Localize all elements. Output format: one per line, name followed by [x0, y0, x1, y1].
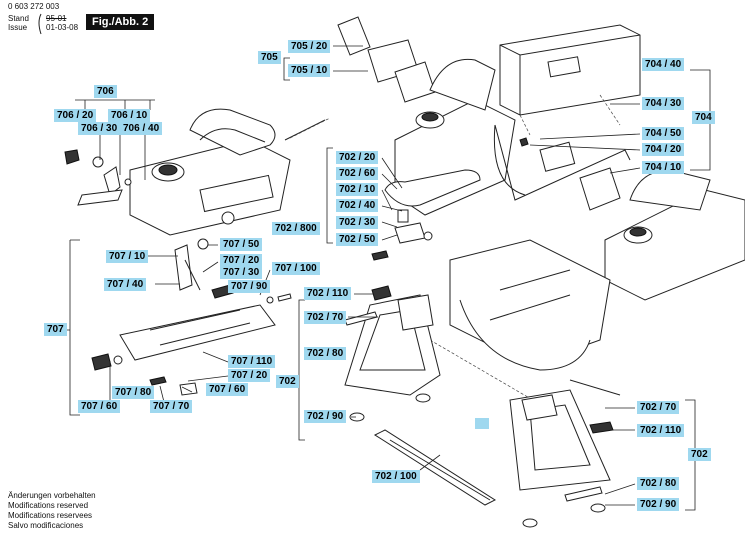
label-706-40: 706 / 40 [120, 122, 163, 135]
label-702-110-a: 702 / 110 [304, 287, 352, 300]
planer-top-left-drawing [129, 108, 331, 236]
label-707-40: 707 / 40 [104, 278, 147, 291]
label-704-40: 704 / 40 [642, 58, 685, 71]
label-704-30: 704 / 30 [642, 97, 685, 110]
label-707-100: 707 / 100 [272, 262, 320, 275]
issue-date: 01-03-08 [46, 23, 79, 32]
label-702-70-b: 702 / 70 [637, 401, 680, 414]
label-707-20: 707 / 20 [220, 254, 263, 267]
planer-main-drawing [429, 239, 621, 411]
label-707-50: 707 / 50 [220, 238, 263, 251]
footer-line-de: Änderungen vorbehalten [8, 491, 96, 500]
label-704-50: 704 / 50 [642, 127, 685, 140]
label-707-60-b: 707 / 60 [206, 383, 249, 396]
box-704-drawing [493, 24, 641, 211]
old-date: 95-01 [46, 14, 67, 23]
stand-702-right-drawing [509, 389, 614, 528]
label-702-50: 702 / 50 [336, 233, 379, 246]
label-706-20: 706 / 20 [54, 109, 97, 122]
label-707-110: 707 / 110 [228, 355, 276, 368]
dust-bag-705-drawing [337, 16, 436, 103]
label-707-90: 707 / 90 [228, 280, 271, 293]
planer-top-middle-drawing [394, 58, 516, 216]
label-706: 706 [94, 85, 117, 98]
label-707-10: 707 / 10 [106, 250, 149, 263]
marker-square [475, 418, 489, 429]
leader-lines [67, 45, 711, 511]
label-702-90-b: 702 / 90 [637, 498, 680, 511]
label-702-20: 702 / 20 [336, 151, 379, 164]
label-704-20: 704 / 20 [642, 143, 685, 156]
label-704: 704 [692, 111, 715, 124]
label-707-60: 707 / 60 [78, 400, 121, 413]
footer-notes: Änderungen vorbehalten Modifications res… [8, 491, 96, 531]
label-705-20: 705 / 20 [288, 40, 331, 53]
label-702-80-b: 702 / 80 [637, 477, 680, 490]
label-702-80-a: 702 / 80 [304, 347, 347, 360]
label-702-100: 702 / 100 [372, 470, 420, 483]
label-702-40: 702 / 40 [336, 199, 379, 212]
fence-707-drawing [91, 238, 292, 396]
label-702-10: 702 / 10 [336, 183, 379, 196]
label-707-30: 707 / 30 [220, 266, 263, 279]
planer-right-drawing [604, 169, 745, 301]
label-702-70-a: 702 / 70 [304, 311, 347, 324]
clip-706-drawing [64, 149, 132, 206]
label-702-a: 702 [276, 375, 299, 388]
label-702-110-b: 702 / 110 [637, 424, 685, 437]
label-704-10: 704 / 10 [642, 161, 685, 174]
stand-702-left-drawing [344, 285, 441, 422]
label-707-20-b: 707 / 20 [228, 369, 271, 382]
footer-line-en: Modifications reserved [8, 501, 89, 510]
label-702-30: 702 / 30 [336, 216, 379, 229]
stand-label: Stand [8, 14, 29, 23]
label-702-90-a: 702 / 90 [304, 410, 347, 423]
label-707: 707 [44, 323, 67, 336]
figure-label: Fig./Abb. 2 [86, 14, 155, 30]
footer-line-fr: Modifications reservees [8, 511, 93, 520]
part-number: 0 603 272 003 [8, 2, 60, 11]
footer-line-es: Salvo modificaciones [8, 521, 84, 530]
label-702-b: 702 [688, 448, 711, 461]
label-702-800: 702 / 800 [272, 222, 320, 235]
label-705-10: 705 / 10 [288, 64, 331, 77]
label-705: 705 [258, 51, 281, 64]
rail-702-100-drawing [373, 429, 497, 506]
label-706-10: 706 / 10 [108, 109, 151, 122]
label-706-30: 706 / 30 [78, 122, 121, 135]
label-702-60: 702 / 60 [336, 167, 379, 180]
label-707-80: 707 / 80 [112, 386, 155, 399]
label-707-70: 707 / 70 [150, 400, 193, 413]
issue-label: Issue [8, 23, 28, 32]
bracket-702-parts-drawing [371, 169, 481, 261]
